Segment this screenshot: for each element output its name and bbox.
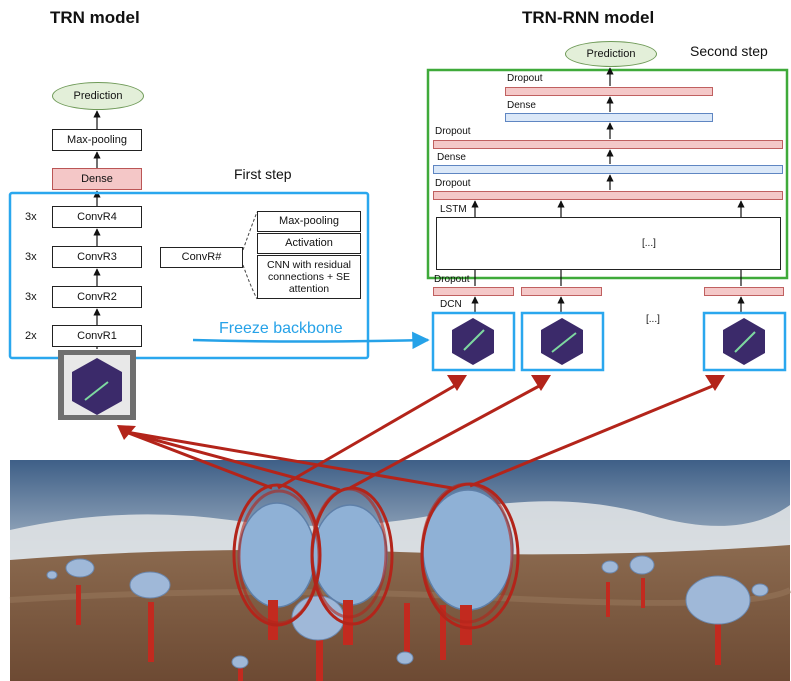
convr3-repeat: 3x (25, 251, 37, 263)
images-ellipsis: [...] (646, 314, 660, 325)
dropout-bar-1 (433, 287, 514, 296)
convr-detail-maxpool: Max-pooling (257, 211, 361, 232)
first-step-box (8, 191, 370, 360)
dropout-bar-2 (521, 287, 602, 296)
convr1-box: ConvR1 (52, 325, 142, 347)
dropout-label-bottom: Dropout (434, 274, 470, 285)
lstm-ellipsis: [...] (642, 238, 656, 249)
dropout-bar-mid (433, 140, 783, 149)
convr4-box: ConvR4 (52, 206, 142, 228)
dense-label-mid: Dense (437, 152, 466, 163)
rnn-input-images (431, 311, 787, 372)
convr2-repeat: 3x (25, 291, 37, 303)
freeze-arrow (192, 331, 430, 350)
convr4-repeat: 3x (25, 211, 37, 223)
dropout-label-mid: Dropout (435, 126, 471, 137)
convr-callout-lines (242, 211, 258, 300)
convr-detail-cnn: CNN with residual connections + SE atten… (257, 255, 361, 299)
rnn-prediction-node: Prediction (565, 41, 657, 67)
dense-bar-top (505, 113, 713, 122)
lstm-box (436, 217, 781, 270)
trn-rnn-model-title: TRN-RNN model (522, 8, 655, 27)
convr1-repeat: 2x (25, 330, 37, 342)
trn-prediction-node: Prediction (52, 82, 144, 110)
trn-input-image (58, 350, 136, 420)
lstm-label: LSTM (440, 204, 467, 215)
dropout-bar-low (433, 191, 783, 200)
dropout-label-low: Dropout (435, 178, 471, 189)
telescope-array-photo (9, 460, 791, 681)
dense-label-top: Dense (507, 100, 536, 111)
dropout-bar-3 (704, 287, 784, 296)
convr-generic-box: ConvR# (160, 247, 243, 268)
dcn-label: DCN (440, 299, 462, 310)
red-connection-lines (125, 383, 716, 492)
trn-dense-box: Dense (52, 168, 142, 190)
trn-maxpool-box: Max-pooling (52, 129, 142, 151)
dense-bar-mid (433, 165, 783, 174)
dropout-bar-top (505, 87, 713, 96)
convr2-box: ConvR2 (52, 286, 142, 308)
second-step-label: Second step (690, 43, 768, 59)
freeze-backbone-label: Freeze backbone (219, 320, 343, 337)
dropout-label-top: Dropout (507, 73, 543, 84)
convr-detail-activation: Activation (257, 233, 361, 254)
first-step-label: First step (234, 166, 292, 182)
trn-model-title: TRN model (50, 8, 140, 27)
red-arrowheads (117, 375, 725, 440)
convr3-box: ConvR3 (52, 246, 142, 268)
